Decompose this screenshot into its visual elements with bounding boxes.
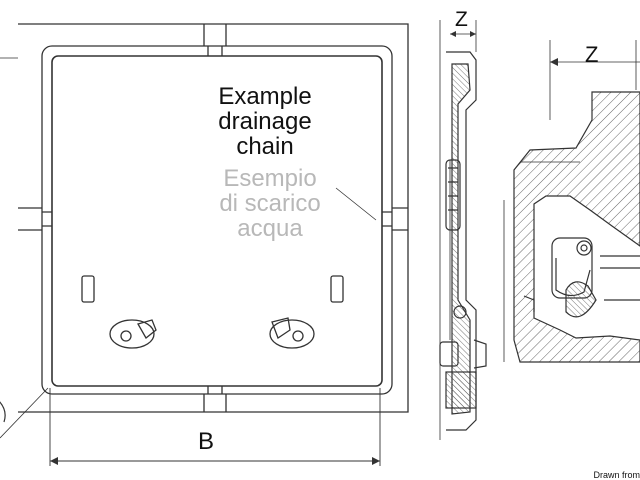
hatch-front-view bbox=[0, 23, 409, 466]
drainage-leader bbox=[335, 187, 377, 221]
frame-flange bbox=[41, 45, 393, 395]
hatch-lid bbox=[51, 55, 383, 387]
left-latch bbox=[109, 319, 157, 349]
bottom-notch bbox=[203, 386, 227, 412]
right-latch bbox=[269, 317, 315, 349]
callout-english-line-3: chain bbox=[236, 133, 294, 160]
right-slot bbox=[330, 275, 344, 303]
hatch-side-section bbox=[439, 20, 487, 440]
outer-frame bbox=[18, 23, 409, 413]
right-notch bbox=[382, 207, 408, 231]
drawn-from-credit: Drawn from bbox=[593, 470, 640, 480]
hatch-detail-section bbox=[503, 40, 640, 363]
corner-leader bbox=[0, 387, 49, 439]
callout-italian-line-3: acqua bbox=[237, 215, 303, 242]
callout-english-line-2: drainage bbox=[218, 108, 312, 135]
corner-mark bbox=[0, 401, 6, 423]
callout-english-line-1: Example bbox=[218, 83, 312, 110]
top-notch bbox=[203, 24, 227, 56]
dimension-z-large-label: Z bbox=[585, 42, 599, 67]
dimension-b-label: B bbox=[198, 428, 215, 455]
callout-italian-line-2: di scarico bbox=[219, 190, 321, 217]
left-notch bbox=[18, 207, 52, 231]
callout-italian-line-1: Esempio bbox=[223, 165, 317, 192]
left-slot bbox=[81, 275, 95, 303]
gasket bbox=[565, 281, 597, 318]
dimension-z-small-label: Z bbox=[455, 8, 468, 31]
